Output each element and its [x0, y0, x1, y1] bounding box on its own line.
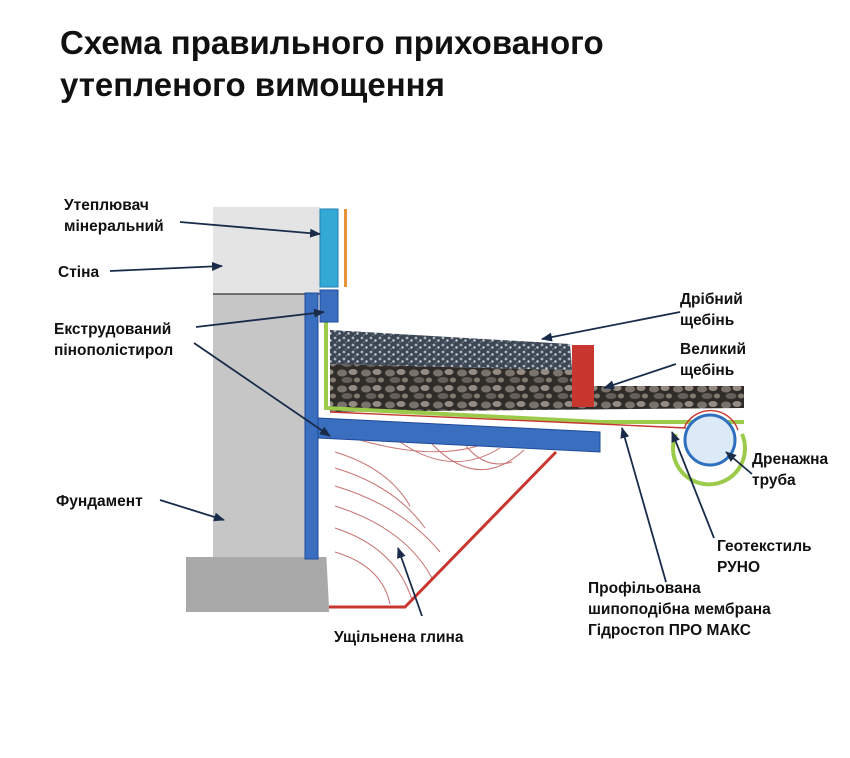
label-clay: Ущільнена глина	[334, 629, 464, 646]
label-drain-pipe: Дренажна труба	[752, 451, 832, 489]
xps-top-block	[319, 289, 339, 323]
label-geotextile: Геотекстиль РУНО	[717, 538, 816, 576]
arrow-insulation	[179, 221, 321, 238]
leader-arrows	[109, 221, 753, 617]
compacted-clay	[320, 436, 556, 607]
drain-pipe-wrap	[671, 433, 747, 487]
fine-gravel-layer	[330, 330, 572, 370]
page-title: Схема правильного прихованого утепленого…	[60, 22, 820, 106]
coarse-gravel-layer	[330, 364, 744, 412]
arrow-clay	[397, 547, 423, 617]
arrow-foundation	[159, 499, 225, 522]
arrow-fine-gravel	[541, 311, 681, 342]
arrow-drain-pipe	[725, 451, 753, 475]
label-coarse-gravel: Великий щебінь	[680, 341, 750, 379]
arrow-wall	[109, 261, 223, 272]
arrow-xps-wing	[193, 342, 331, 437]
membrane-green-line	[324, 300, 744, 424]
xps-horizontal-wing	[317, 417, 601, 453]
arrow-coarse-gravel	[603, 363, 677, 390]
curb-stone	[572, 345, 594, 407]
label-fine-gravel: Дрібний щебінь	[680, 291, 747, 329]
label-insulation-mineral: Утеплювач мінеральний	[64, 197, 164, 235]
label-membrane: Профільована шипоподібна мембрана Гідрос…	[588, 580, 775, 639]
clay-red-boundary	[329, 450, 558, 609]
footing	[186, 557, 329, 612]
foundation	[213, 294, 305, 557]
mineral-wool-insulation	[319, 208, 339, 288]
title-line-1: Схема правильного прихованого	[60, 24, 604, 61]
label-foundation: Фундамент	[56, 493, 143, 510]
label-xps: Екструдований пінополістирол	[54, 321, 176, 359]
drain-pipe	[683, 413, 737, 467]
title-line-2: утепленого вимощення	[60, 66, 445, 103]
drain-pipe-red-trim	[683, 409, 739, 431]
arrow-geotextile	[671, 431, 715, 539]
wall	[213, 207, 320, 294]
arrow-xps-top	[195, 308, 325, 328]
geotextile-red-line	[329, 411, 687, 429]
arrow-membrane	[620, 427, 667, 583]
label-wall: Стіна	[58, 264, 99, 281]
orange-trim	[344, 209, 347, 287]
clay-contour-lines	[334, 439, 525, 605]
